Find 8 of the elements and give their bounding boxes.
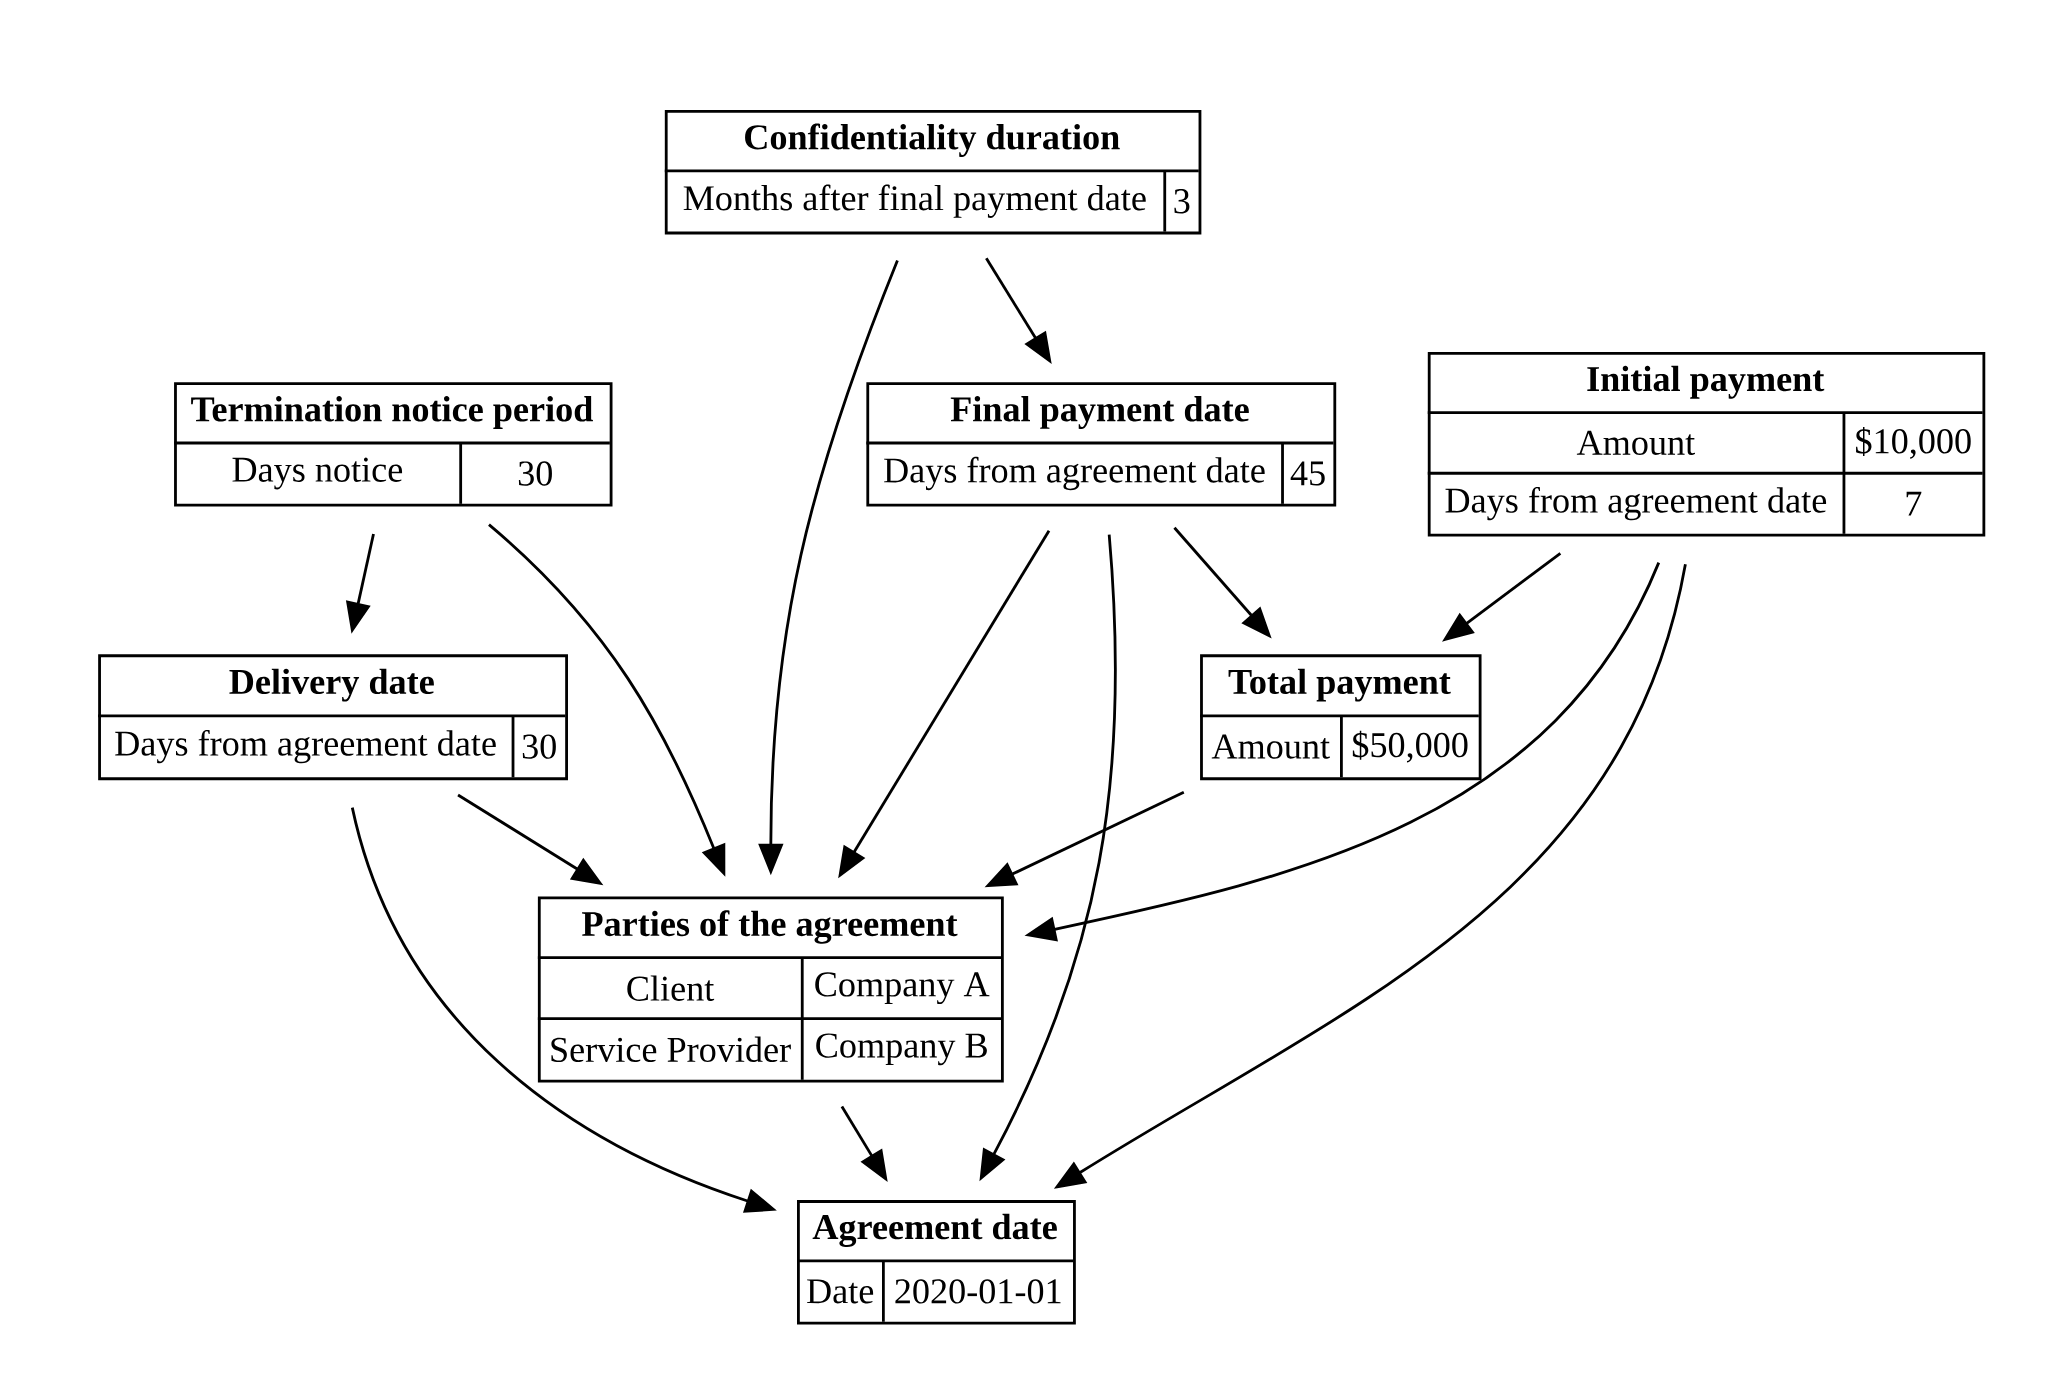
table-box: Termination notice period Days notice 30 [174,382,613,507]
table-box: Confidentiality duration Months after final payment date 3 [664,109,1202,235]
table-box: Total payment Amount $50,000 [1200,654,1482,781]
table-box: Final payment date Days from agreement date 45 [866,382,1337,507]
table-box: Agreement date Date 2020-01-01 [797,1200,1076,1325]
table-box: Delivery date Days from agreement date 30 [98,654,568,781]
table-box: Parties of the agreement Client Company A Service Provider Company B [537,896,1004,1083]
table-box: Initial payment Amount $10,000 Days from agreement date 7 [1427,352,1986,537]
